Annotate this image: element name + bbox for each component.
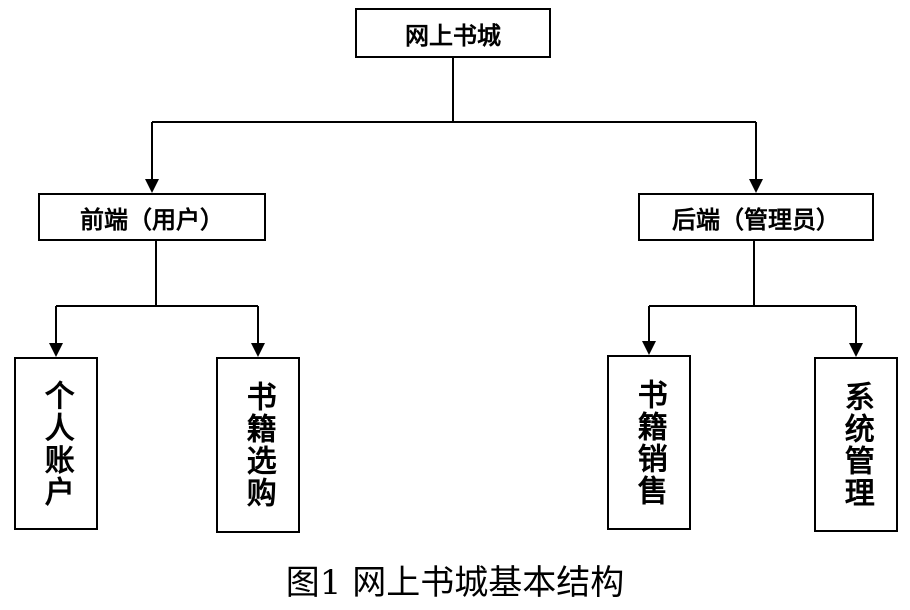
node-frontend: 前端（用户） xyxy=(38,193,266,241)
diagram: 网上书城 前端（用户） 后端（管理员） 个人账户 书籍选购 书籍销售 系统管理 xyxy=(14,8,898,533)
node-personal-account-label: 个人账户 xyxy=(38,379,74,508)
arrow-to-system-management xyxy=(849,343,863,357)
connector-layer xyxy=(49,58,863,357)
arrow-to-frontend xyxy=(145,179,159,193)
node-book-sales-label: 书籍销售 xyxy=(631,378,667,507)
arrow-to-personal-account xyxy=(49,343,63,357)
node-root-label: 网上书城 xyxy=(405,21,501,50)
arrow-to-book-sales xyxy=(642,341,656,355)
node-frontend-label: 前端（用户） xyxy=(80,205,224,234)
node-book-shopping-label: 书籍选购 xyxy=(240,381,276,509)
node-backend: 后端（管理员） xyxy=(638,193,874,241)
node-system-management: 系统管理 xyxy=(814,357,898,532)
figure-caption: 图1 网上书城基本结构 xyxy=(285,563,625,603)
arrow-to-backend xyxy=(749,179,763,193)
node-personal-account: 个人账户 xyxy=(14,357,98,530)
node-book-sales: 书籍销售 xyxy=(607,355,691,530)
node-system-management-label: 系统管理 xyxy=(838,380,874,509)
node-root: 网上书城 xyxy=(355,8,551,58)
node-book-shopping: 书籍选购 xyxy=(216,357,300,533)
node-backend-label: 后端（管理员） xyxy=(672,205,840,234)
arrow-to-book-shopping xyxy=(251,343,265,357)
